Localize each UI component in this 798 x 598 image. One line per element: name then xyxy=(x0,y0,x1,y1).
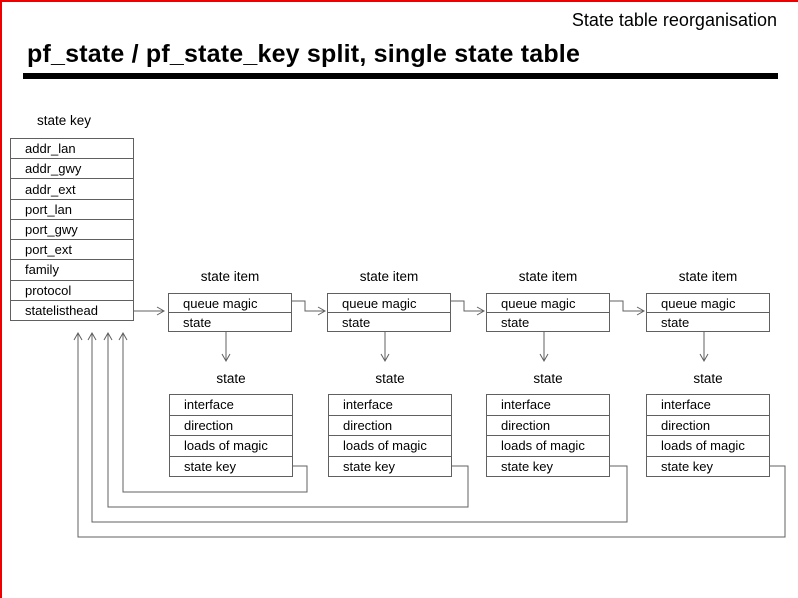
state-item-row-state: state xyxy=(487,312,609,331)
state-row-state-key: state key xyxy=(487,455,609,477)
state-key-row-family: family xyxy=(11,259,133,279)
slide-corner-title: State table reorganisation xyxy=(571,10,777,30)
slide-left-border xyxy=(0,0,2,598)
state-2-table: interface direction loads of magic state… xyxy=(328,394,452,477)
arrow-item2-down xyxy=(380,332,390,363)
state-item-1-label: state item xyxy=(200,269,260,284)
slide-top-border xyxy=(0,0,798,2)
state-2-label: state xyxy=(375,371,405,386)
state-1-label: state xyxy=(216,371,246,386)
arrow-item3-down xyxy=(539,332,549,363)
state-item-3-label: state item xyxy=(518,269,578,284)
arrow-item2-to-item3 xyxy=(451,300,486,316)
state-3-label: state xyxy=(533,371,563,386)
state-key-row-port-lan: port_lan xyxy=(11,198,133,219)
state-4-table: interface direction loads of magic state… xyxy=(646,394,770,477)
state-item-2-table: queue magic state xyxy=(327,293,451,332)
state-row-direction: direction xyxy=(647,414,769,436)
state-row-direction: direction xyxy=(487,414,609,436)
state-item-row-queue-magic: queue magic xyxy=(342,295,417,311)
heading-underline xyxy=(23,73,778,79)
state-key-table-label: state key xyxy=(36,113,92,128)
state-key-row-port-ext: port_ext xyxy=(11,239,133,259)
state-key-row-port-gwy: port_gwy xyxy=(11,218,133,239)
arrow-item3-to-item4 xyxy=(610,300,646,316)
state-row-interface: interface xyxy=(343,397,393,413)
arrow-item1-to-item2 xyxy=(292,300,327,316)
state-row-state-key: state key xyxy=(329,455,451,477)
state-row-state-key: state key xyxy=(647,455,769,477)
state-1-table: interface direction loads of magic state… xyxy=(169,394,293,477)
arrow-item1-down xyxy=(221,332,231,363)
page-title: pf_state / pf_state_key split, single st… xyxy=(27,40,581,68)
state-item-1-table: queue magic state xyxy=(168,293,292,332)
state-item-3-table: queue magic state xyxy=(486,293,610,332)
state-item-4-table: queue magic state xyxy=(646,293,770,332)
state-item-row-queue-magic: queue magic xyxy=(661,295,736,311)
state-item-row-state: state xyxy=(169,312,291,331)
state-row-interface: interface xyxy=(661,397,711,413)
state-row-loads-of-magic: loads of magic xyxy=(170,435,292,456)
state-row-direction: direction xyxy=(329,414,451,436)
state-row-direction: direction xyxy=(170,414,292,436)
state-row-state-key: state key xyxy=(170,455,292,477)
state-key-row-protocol: protocol xyxy=(11,279,133,300)
state-row-loads-of-magic: loads of magic xyxy=(329,435,451,456)
state-item-2-label: state item xyxy=(359,269,419,284)
state-key-table: addr_lan addr_gwy addr_ext port_lan port… xyxy=(10,138,134,321)
arrow-item4-down xyxy=(699,332,709,363)
state-row-loads-of-magic: loads of magic xyxy=(487,435,609,456)
state-item-row-queue-magic: queue magic xyxy=(183,295,258,311)
state-4-label: state xyxy=(693,371,723,386)
state-key-row-addr-gwy: addr_gwy xyxy=(11,158,133,178)
state-3-table: interface direction loads of magic state… xyxy=(486,394,610,477)
state-item-row-state: state xyxy=(328,312,450,331)
state-item-row-state: state xyxy=(647,312,769,331)
state-row-interface: interface xyxy=(501,397,551,413)
arrow-statelisthead-to-item1 xyxy=(134,306,166,316)
state-key-row-statelisthead: statelisthead xyxy=(11,299,133,320)
state-item-4-label: state item xyxy=(678,269,738,284)
state-row-interface: interface xyxy=(184,397,234,413)
state-row-loads-of-magic: loads of magic xyxy=(647,435,769,456)
state-key-row-addr-ext: addr_ext xyxy=(11,178,133,198)
state-item-row-queue-magic: queue magic xyxy=(501,295,576,311)
state-key-row-addr-lan: addr_lan xyxy=(25,141,76,157)
